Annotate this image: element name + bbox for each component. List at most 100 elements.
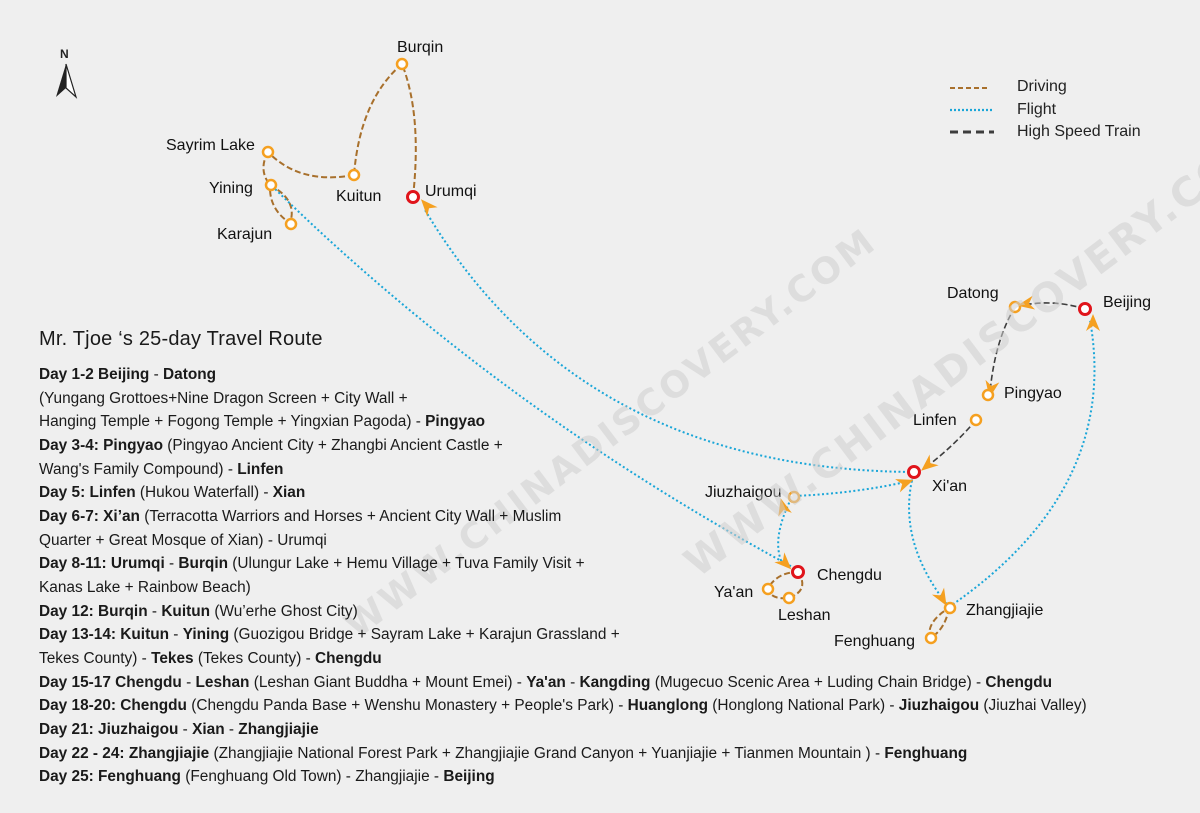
itinerary-line: Day 15-17 Chengdu - Leshan (Leshan Giant…	[39, 671, 1189, 695]
itinerary-line: Day 21: Jiuzhaigou - Xian - Zhangjiajie	[39, 718, 1189, 742]
route-yining-chengdu	[271, 185, 799, 571]
itinerary-place: Chengdu	[315, 649, 382, 667]
itinerary-detail: -	[565, 673, 580, 691]
city-marker-zhangjiajie	[943, 601, 957, 615]
itinerary-detail: Kanas Lake + Rainbow Beach)	[39, 578, 251, 596]
city-label-fenghuang: Fenghuang	[834, 633, 915, 650]
itinerary-line: Wang's Family Compound) - Linfen	[39, 458, 1189, 482]
itinerary-detail: (Tekes County) -	[193, 649, 316, 667]
route-chengdu-leshan-yaan	[766, 571, 804, 600]
itinerary-place: Datong	[163, 366, 217, 383]
city-label-karajun: Karajun	[217, 226, 272, 243]
itinerary-line: Day 25: Fenghuang (Fenghuang Old Town) -…	[39, 765, 1189, 789]
itinerary-place: Day 12: Burqin	[39, 602, 148, 620]
city-label-beijing: Beijing	[1103, 294, 1151, 311]
itinerary: Mr. Tjoe ‘s 25-day Travel Route Day 1-2 …	[39, 328, 1189, 789]
north-arrow-icon	[56, 64, 66, 97]
city-marker-leshan	[782, 591, 796, 605]
city-marker-fenghuang	[924, 631, 938, 645]
itinerary-detail: (Ulungur Lake + Hemu Village + Tuva Fami…	[228, 555, 585, 573]
city-label-zhangjiajie: Zhangjiajie	[966, 602, 1043, 619]
city-label-leshan: Leshan	[778, 607, 831, 624]
city-marker-sayrim	[261, 145, 275, 159]
city-marker-yining	[264, 178, 278, 192]
arrow-icon	[778, 498, 792, 517]
itinerary-place: Beijing	[443, 768, 495, 786]
city-marker-kuitun	[347, 168, 361, 182]
city-markers	[261, 57, 1092, 645]
arrow-icon	[420, 199, 438, 217]
itinerary-place: Burqin	[178, 555, 229, 573]
city-marker-datong	[1008, 300, 1022, 314]
itinerary-detail: -	[149, 366, 164, 383]
itinerary-place: Xian	[192, 720, 225, 738]
itinerary-detail: (Terracotta Warriors and Horses + Ancien…	[139, 507, 562, 525]
itinerary-line: (Yungang Grottoes+Nine Dragon Screen + C…	[39, 387, 1189, 411]
itinerary-detail: (Jiuzhai Valley)	[979, 697, 1087, 715]
itinerary-place: Pingyao	[425, 413, 486, 431]
legend-item-train: High Speed Train	[950, 123, 1141, 140]
city-label-linfen: Linfen	[913, 412, 957, 429]
itinerary-detail: -	[164, 555, 179, 573]
itinerary-place: Zhangjiajie	[238, 720, 319, 738]
itinerary-detail: (Zhangjiajie National Forest Park + Zhan…	[209, 744, 885, 762]
itinerary-detail: (Yungang Grottoes+Nine Dragon Screen + C…	[39, 389, 408, 407]
city-label-sayrim: Sayrim Lake	[166, 137, 255, 154]
itinerary-place: Day 1-2 Beijing	[39, 366, 150, 383]
itinerary-place: Day 18-20: Chengdu	[39, 697, 187, 715]
itinerary-place: Xian	[272, 484, 306, 502]
route-xian-zhangjiajie	[908, 471, 950, 608]
legend: Driving Flight High Speed Train	[950, 78, 1141, 140]
itinerary-detail: (Guozigou Bridge + Sayram Lake + Karajun…	[229, 626, 620, 644]
itinerary-line: Day 6-7: Xi’an (Terracotta Warriors and …	[39, 505, 1189, 529]
itinerary-place: Jiuzhaigou	[898, 697, 980, 715]
city-marker-beijing	[1078, 302, 1092, 316]
itinerary-line: Day 8-11: Urumqi - Burqin (Ulungur Lake …	[39, 552, 1189, 576]
itinerary-detail: Hanging Temple + Fogong Temple + Yingxia…	[39, 413, 426, 431]
legend-label-train: High Speed Train	[1017, 123, 1141, 140]
itinerary-place: Linfen	[237, 460, 284, 478]
city-label-xian: Xi'an	[932, 478, 967, 495]
city-marker-pingyao	[981, 388, 995, 402]
itinerary-line: Quarter + Great Mosque of Xian) - Urumqi	[39, 529, 1189, 553]
itinerary-detail: -	[181, 673, 196, 691]
city-label-jiuzhaigou: Jiuzhaigou	[705, 484, 782, 501]
itinerary-detail: -	[169, 626, 183, 644]
legend-label-driving: Driving	[1017, 78, 1067, 95]
city-label-yaan: Ya'an	[714, 584, 753, 601]
itinerary-line: Day 1-2 Beijing - Datong	[39, 363, 1189, 387]
legend-label-flight: Flight	[1017, 101, 1057, 118]
city-label-kuitun: Kuitun	[336, 188, 381, 205]
itinerary-line: Day 13-14: Kuitun - Yining (Guozigou Bri…	[39, 623, 1189, 647]
itinerary-place: Day 8-11: Urumqi	[39, 555, 165, 573]
itinerary-place: Day 13-14: Kuitun	[39, 626, 169, 644]
city-label-urumqi: Urumqi	[425, 183, 477, 200]
route-arrows	[420, 199, 1100, 606]
itinerary-place: Kuitun	[161, 602, 211, 620]
itinerary-detail: (Leshan Giant Buddha + Mount Emei) -	[249, 673, 527, 691]
itinerary-detail: -	[147, 602, 162, 620]
itinerary-line: Day 22 - 24: Zhangjiajie (Zhangjiajie Na…	[39, 742, 1189, 766]
itinerary-line: Kanas Lake + Rainbow Beach)	[39, 576, 1189, 600]
itinerary-line: Tekes County) - Tekes (Tekes County) - C…	[39, 647, 1189, 671]
north-compass: N	[56, 47, 78, 99]
itinerary-place: Day 15-17 Chengdu	[39, 673, 182, 691]
itinerary-line: Day 18-20: Chengdu (Chengdu Panda Base +…	[39, 694, 1189, 718]
itinerary-place: Day 21: Jiuzhaigou	[39, 720, 179, 738]
itinerary-detail: -	[224, 720, 239, 738]
itinerary-place: Leshan	[195, 673, 250, 691]
city-marker-urumqi	[406, 190, 420, 204]
itinerary-detail: -	[178, 720, 193, 738]
itinerary-place: Fenghuang	[884, 744, 968, 762]
legend-item-driving: Driving	[950, 78, 1067, 95]
city-marker-chengdu	[791, 565, 805, 579]
itinerary-line: Hanging Temple + Fogong Temple + Yingxia…	[39, 410, 1189, 434]
city-marker-karajun	[284, 217, 298, 231]
itinerary-place: Ya'an	[526, 673, 566, 691]
legend-item-flight: Flight	[950, 101, 1057, 118]
route-kuitun-sayrim	[267, 151, 355, 179]
itinerary-place: Yining	[182, 626, 230, 644]
itinerary-detail: Wang's Family Compound) -	[39, 460, 238, 478]
itinerary-line: Day 12: Burqin - Kuitun (Wu’erhe Ghost C…	[39, 600, 1189, 624]
route-burqin-kuitun	[353, 63, 403, 176]
